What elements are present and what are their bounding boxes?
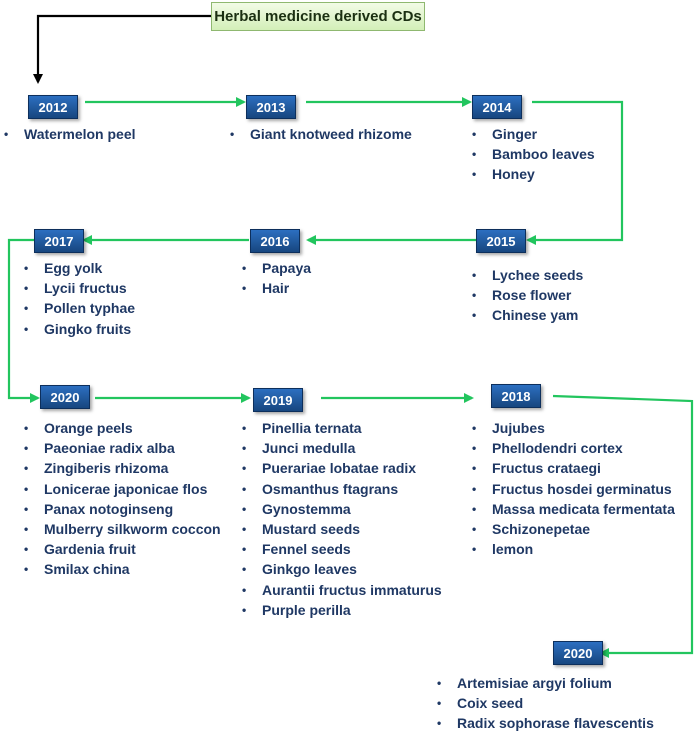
year-box-2016: 2016: [250, 229, 300, 253]
list-item: Lonicerae japonicae flos: [24, 479, 221, 499]
list-item: Osmanthus ftagrans: [242, 479, 442, 499]
list-item: Gynostemma: [242, 499, 442, 519]
list-item: lemon: [472, 539, 675, 559]
list-item: Giant knotweed rhizome: [230, 124, 412, 144]
year-box-2018: 2018: [491, 384, 541, 408]
year-box-2019: 2019: [253, 388, 303, 412]
list-item: Fructus hosdei germinatus: [472, 479, 675, 499]
list-item: Junci medulla: [242, 438, 442, 458]
item-list-2020-late: Artemisiae argyi folium Coix seed Radix …: [437, 673, 654, 734]
item-list-2018: Jujubes Phellodendri cortex Fructus crat…: [472, 418, 675, 560]
title-box: Herbal medicine derived CDs: [211, 2, 425, 31]
arrow-2014-to-2015: [526, 100, 624, 245]
list-item: Egg yolk: [24, 258, 135, 278]
list-item: Gingko fruits: [24, 319, 135, 339]
list-item: Fructus crataegi: [472, 458, 675, 478]
arrow-title-to-2012: [33, 14, 211, 84]
list-item: Mustard seeds: [242, 519, 442, 539]
arrow-2018-to-2020: [552, 394, 694, 658]
list-item: Watermelon peel: [4, 124, 136, 144]
list-item: Papaya: [242, 258, 311, 278]
list-item: Coix seed: [437, 693, 654, 713]
year-box-2014: 2014: [472, 95, 522, 119]
item-list-2017: Egg yolk Lycii fructus Pollen typhae Gin…: [24, 258, 135, 339]
list-item: Jujubes: [472, 418, 675, 438]
list-item: Mulberry silkworm coccon: [24, 519, 221, 539]
list-item: Aurantii fructus immaturus: [242, 580, 442, 600]
list-item: Artemisiae argyi folium: [437, 673, 654, 693]
list-item: Lycii fructus: [24, 278, 135, 298]
year-box-2013: 2013: [246, 95, 296, 119]
list-item: Panax notoginseng: [24, 499, 221, 519]
list-item: Pinellia ternata: [242, 418, 442, 438]
list-item: Orange peels: [24, 418, 221, 438]
item-list-2019: Pinellia ternata Junci medulla Puerariae…: [242, 418, 442, 620]
list-item: Lychee seeds: [472, 265, 583, 285]
year-box-2012: 2012: [28, 95, 78, 119]
list-item: Smilax china: [24, 559, 221, 579]
item-list-2012: Watermelon peel: [4, 124, 136, 144]
list-item: Schizonepetae: [472, 519, 675, 539]
year-box-2020-late: 2020: [553, 641, 603, 665]
list-item: Massa medicata fermentata: [472, 499, 675, 519]
list-item: Purple perilla: [242, 600, 442, 620]
list-item: Hair: [242, 278, 311, 298]
list-item: Gardenia fruit: [24, 539, 221, 559]
arrow-2017-to-2020: [7, 238, 40, 403]
list-item: Ginkgo leaves: [242, 559, 442, 579]
list-item: Radix sophorase flavescentis: [437, 713, 654, 733]
item-list-2020: Orange peels Paeoniae radix alba Zingibe…: [24, 418, 221, 580]
list-item: Chinese yam: [472, 305, 583, 325]
item-list-2013: Giant knotweed rhizome: [230, 124, 412, 144]
item-list-2015: Lychee seeds Rose flower Chinese yam: [472, 265, 583, 326]
item-list-2016: Papaya Hair: [242, 258, 311, 299]
year-box-2015: 2015: [476, 229, 526, 253]
list-item: Phellodendri cortex: [472, 438, 675, 458]
list-item: Bamboo leaves: [472, 144, 595, 164]
list-item: Rose flower: [472, 285, 583, 305]
list-item: Zingiberis rhizoma: [24, 458, 221, 478]
list-item: Honey: [472, 164, 595, 184]
list-item: Puerariae lobatae radix: [242, 458, 442, 478]
list-item: Ginger: [472, 124, 595, 144]
year-box-2017: 2017: [34, 229, 84, 253]
year-box-2020: 2020: [40, 385, 90, 409]
item-list-2014: Ginger Bamboo leaves Honey: [472, 124, 595, 185]
list-item: Paeoniae radix alba: [24, 438, 221, 458]
list-item: Pollen typhae: [24, 298, 135, 318]
list-item: Fennel seeds: [242, 539, 442, 559]
